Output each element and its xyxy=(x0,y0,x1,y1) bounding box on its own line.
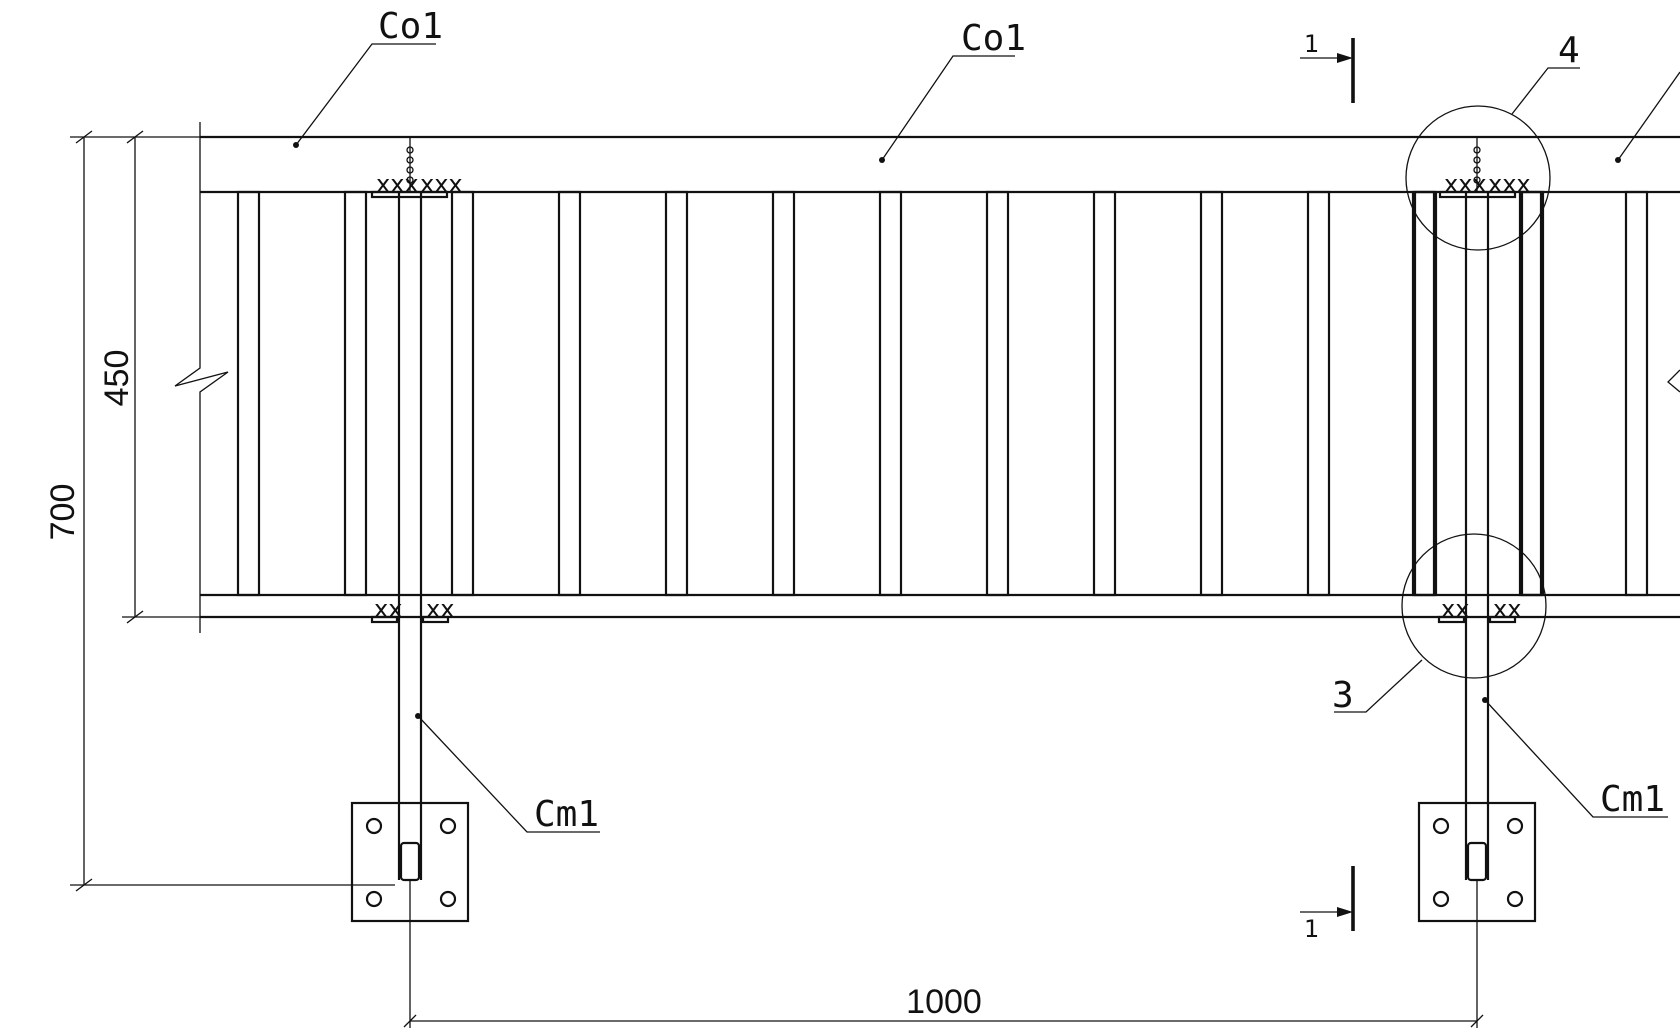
anchor-bolt-icon xyxy=(439,890,457,908)
svg-text:xx: xx xyxy=(426,595,454,623)
anchor-bolt-icon xyxy=(439,817,457,835)
svg-text:Cm1: Cm1 xyxy=(1600,779,1665,820)
baluster xyxy=(236,190,261,597)
anchor-bolt-icon xyxy=(1432,890,1450,908)
svg-text:Co1: Co1 xyxy=(378,6,443,47)
dimension-1000: 1000 xyxy=(403,983,1484,1028)
label-co1-left: Co1 xyxy=(293,6,443,148)
svg-text:1000: 1000 xyxy=(906,983,982,1021)
baluster xyxy=(1413,190,1438,597)
svg-text:Cm1: Cm1 xyxy=(534,794,599,835)
svg-text:xx: xx xyxy=(1493,595,1521,623)
label-co1-right-leader xyxy=(1615,71,1680,163)
baluster xyxy=(450,190,475,597)
baluster xyxy=(343,190,368,597)
label-cm1-left: Cm1 xyxy=(415,713,600,835)
balusters xyxy=(236,190,1649,597)
svg-text:1: 1 xyxy=(1304,915,1319,943)
svg-text:4: 4 xyxy=(1558,30,1580,71)
section-mark-top: 1 xyxy=(1300,30,1355,103)
anchor-bolt-icon xyxy=(365,890,383,908)
dimension-450: 450 xyxy=(98,130,200,624)
baluster xyxy=(771,190,796,597)
anchor-bolt-icon xyxy=(1506,817,1524,835)
baluster xyxy=(1306,190,1331,597)
svg-text:xxx: xxx xyxy=(1488,170,1531,198)
svg-text:xxx: xxx xyxy=(376,170,419,198)
svg-text:1: 1 xyxy=(1304,30,1319,58)
baluster xyxy=(1411,190,1436,597)
baluster xyxy=(1520,190,1545,597)
baluster xyxy=(557,190,582,597)
svg-text:xxx: xxx xyxy=(420,170,463,198)
svg-text:xxx: xxx xyxy=(1444,170,1487,198)
baluster xyxy=(1199,190,1224,597)
label-detail-4: 4 xyxy=(1511,30,1580,115)
label-cm1-right: Cm1 xyxy=(1482,697,1668,820)
label-detail-3: 3 xyxy=(1332,659,1423,716)
anchor-bolt-icon xyxy=(1432,817,1450,835)
baluster xyxy=(985,190,1010,597)
baluster xyxy=(1624,190,1649,597)
anchor-bolt-icon xyxy=(365,817,383,835)
anchor-bolt-icon xyxy=(1506,890,1524,908)
svg-text:Co1: Co1 xyxy=(961,18,1026,59)
baluster xyxy=(878,190,903,597)
baluster xyxy=(1518,190,1543,597)
svg-text:xx: xx xyxy=(374,595,402,623)
detail-circle-4 xyxy=(1405,105,1551,251)
detail-circle-3 xyxy=(1401,533,1547,679)
post-left: xxx xxx xx xx xyxy=(350,137,470,1028)
svg-text:450: 450 xyxy=(98,350,136,407)
post-right: xxx xxx xx xx xyxy=(1417,137,1537,1028)
svg-text:xx: xx xyxy=(1441,595,1469,623)
svg-text:3: 3 xyxy=(1332,675,1354,716)
dimension-700: 700 xyxy=(44,130,395,892)
baluster xyxy=(664,190,689,597)
section-mark-bottom: 1 xyxy=(1300,866,1355,943)
svg-text:700: 700 xyxy=(44,484,82,541)
break-line-left xyxy=(174,122,229,633)
label-co1-mid: Co1 xyxy=(879,18,1026,163)
break-line-right xyxy=(1667,369,1680,393)
baluster xyxy=(1092,190,1117,597)
